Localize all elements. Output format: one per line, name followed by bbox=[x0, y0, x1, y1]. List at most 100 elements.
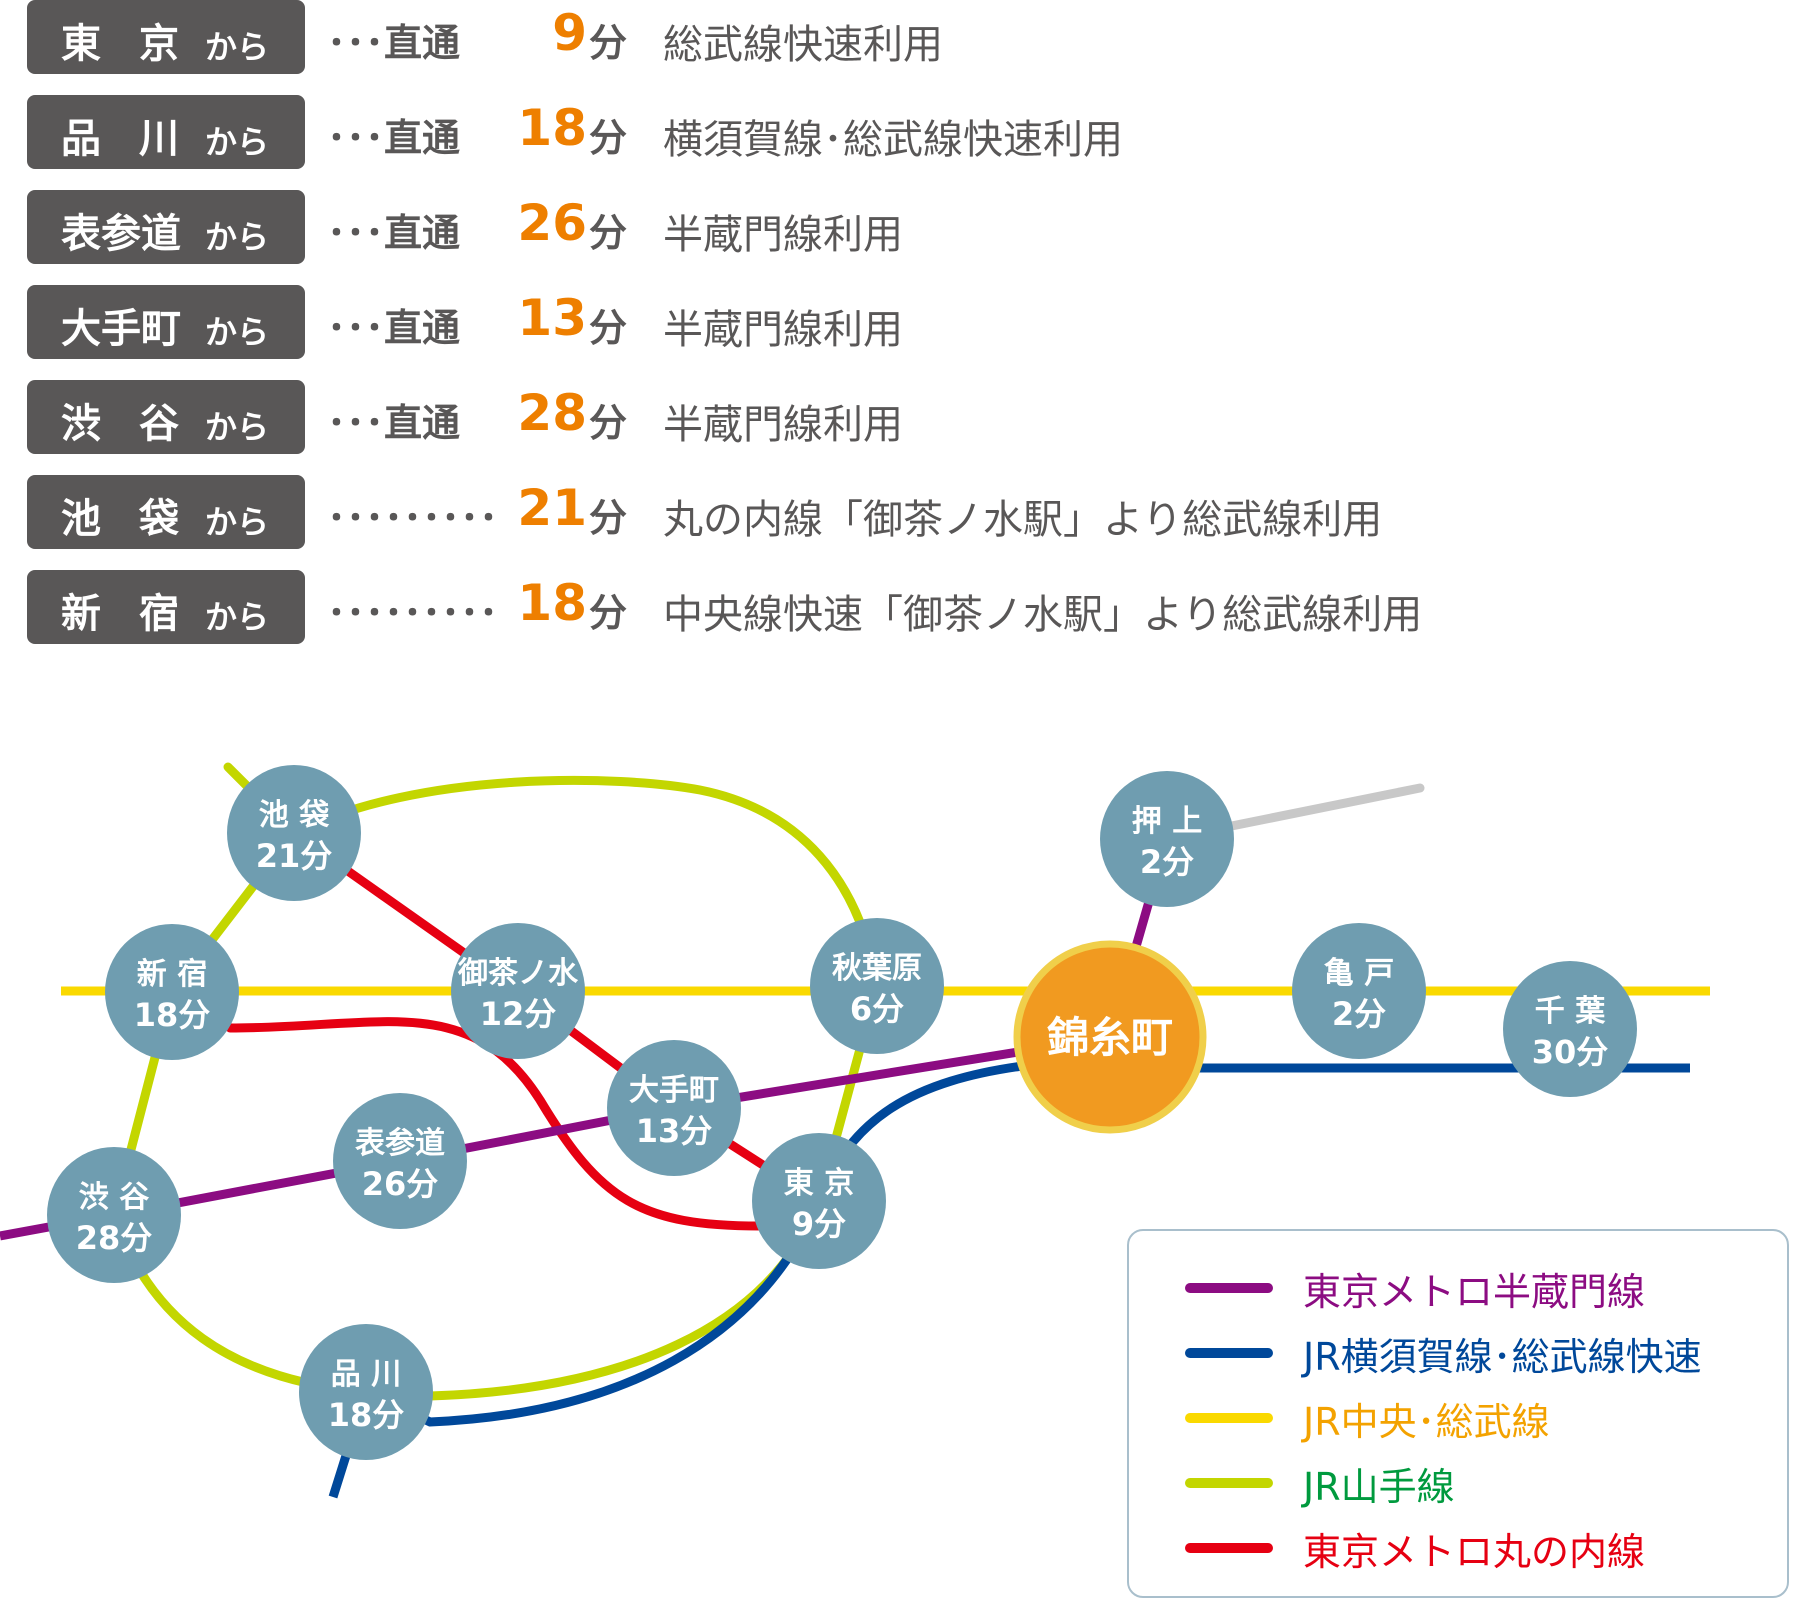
minutes-unit: 分 bbox=[589, 116, 628, 160]
station-time: 6分 bbox=[850, 990, 904, 1028]
station-time: 13分 bbox=[636, 1112, 713, 1150]
origin-station: 池袋 bbox=[61, 496, 217, 542]
minutes-unit: 分 bbox=[589, 21, 628, 65]
legend-label: 東京メトロ丸の内線 bbox=[1303, 1530, 1646, 1574]
route-description: 半蔵門線利用 bbox=[663, 212, 903, 258]
station-name: 渋 谷 bbox=[79, 1180, 149, 1215]
legend-item: 東京メトロ半蔵門線 bbox=[1129, 1261, 1729, 1314]
origin-label-box: 品川 から bbox=[27, 95, 305, 169]
legend-label: JR中央･総武線 bbox=[1303, 1400, 1550, 1444]
leader-text: ･････････ bbox=[327, 591, 499, 635]
legend: 東京メトロ半蔵門線 JR横須賀線･総武線快速 JR中央･総武線 JR山手線 東京… bbox=[1127, 1229, 1789, 1598]
legend-item: JR横須賀線･総武線快速 bbox=[1129, 1326, 1729, 1379]
station-circle bbox=[105, 924, 239, 1060]
legend-line-swatch bbox=[1185, 1478, 1273, 1488]
minutes-unit: 分 bbox=[589, 401, 628, 445]
travel-minutes: 18 bbox=[517, 99, 587, 157]
origin-label-box: 池袋 から bbox=[27, 475, 305, 549]
origin-station: 東京 bbox=[61, 21, 217, 67]
origin-station: 大手町 bbox=[61, 306, 181, 352]
legend-label: JR横須賀線･総武線快速 bbox=[1303, 1335, 1702, 1379]
station-time: 28分 bbox=[76, 1219, 153, 1257]
legend-line-swatch bbox=[1185, 1413, 1273, 1423]
legend-line-swatch bbox=[1185, 1348, 1273, 1358]
route-row: 渋谷 から ･･･直通 28 分 半蔵門線利用 bbox=[27, 380, 1727, 454]
station-name: 大手町 bbox=[629, 1073, 719, 1108]
station-circle bbox=[810, 918, 944, 1054]
station-name: 秋葉原 bbox=[832, 951, 922, 986]
origin-suffix: から bbox=[205, 218, 270, 256]
leader-text: ･･･直通 bbox=[327, 21, 461, 65]
station-name: 東 京 bbox=[784, 1166, 854, 1201]
travel-minutes: 18 bbox=[517, 574, 587, 632]
station-ikebukuro: 池 袋 21分 bbox=[227, 765, 361, 901]
hub-name: 錦糸町 bbox=[1047, 1013, 1173, 1062]
route-description: 半蔵門線利用 bbox=[663, 307, 903, 353]
station-time: 12分 bbox=[480, 995, 557, 1033]
station-time: 30分 bbox=[1532, 1033, 1609, 1071]
travel-minutes: 13 bbox=[517, 289, 587, 347]
route-row: 新宿 から ･････････ 18 分 中央線快速「御茶ノ水駅」より総武線利用 bbox=[27, 570, 1727, 644]
station-circle bbox=[1100, 771, 1234, 907]
legend-label: 東京メトロ半蔵門線 bbox=[1303, 1270, 1646, 1314]
legend-line-swatch bbox=[1185, 1283, 1273, 1293]
legend-line-swatch bbox=[1185, 1543, 1273, 1553]
station-circle bbox=[333, 1093, 467, 1229]
origin-station: 新宿 bbox=[61, 591, 217, 637]
station-otemachi: 大手町 13分 bbox=[607, 1040, 741, 1176]
origin-station: 表参道 bbox=[61, 211, 181, 257]
origin-label-box: 渋谷 から bbox=[27, 380, 305, 454]
route-description: 半蔵門線利用 bbox=[663, 402, 903, 448]
minutes-unit: 分 bbox=[589, 306, 628, 350]
station-circle bbox=[607, 1040, 741, 1176]
station-name: 押 上 bbox=[1132, 804, 1202, 839]
route-row: 池袋 から ･････････ 21 分 丸の内線「御茶ノ水駅」より総武線利用 bbox=[27, 475, 1727, 549]
origin-label-box: 大手町 から bbox=[27, 285, 305, 359]
origin-suffix: から bbox=[205, 313, 270, 351]
route-description: 丸の内線「御茶ノ水駅」より総武線利用 bbox=[663, 497, 1383, 543]
station-name: 新 宿 bbox=[137, 957, 207, 992]
route-row: 東京 から ･･･直通 9 分 総武線快速利用 bbox=[27, 0, 1727, 74]
station-name: 品 川 bbox=[331, 1357, 401, 1392]
leader-text: ･･･直通 bbox=[327, 211, 461, 255]
route-description: 総武線快速利用 bbox=[663, 22, 943, 68]
station-circle bbox=[752, 1133, 886, 1269]
station-time: 21分 bbox=[256, 837, 333, 875]
origin-station: 渋谷 bbox=[61, 401, 217, 447]
travel-minutes: 21 bbox=[517, 479, 587, 537]
minutes-unit: 分 bbox=[589, 211, 628, 255]
origin-suffix: から bbox=[205, 503, 270, 541]
origin-suffix: から bbox=[205, 598, 270, 636]
station-time: 2分 bbox=[1332, 995, 1386, 1033]
travel-minutes: 26 bbox=[517, 194, 587, 252]
travel-minutes: 9 bbox=[552, 4, 587, 62]
station-shinagawa: 品 川 18分 bbox=[299, 1324, 433, 1460]
legend-item: 東京メトロ丸の内線 bbox=[1129, 1521, 1729, 1574]
station-shinjuku: 新 宿 18分 bbox=[105, 924, 239, 1060]
station-time: 2分 bbox=[1140, 843, 1194, 881]
hub-circle bbox=[1013, 940, 1207, 1134]
station-name: 千 葉 bbox=[1535, 994, 1606, 1029]
station-name: 表参道 bbox=[355, 1126, 445, 1161]
origin-label-box: 表参道 から bbox=[27, 190, 305, 264]
origin-label-box: 新宿 から bbox=[27, 570, 305, 644]
station-time: 18分 bbox=[328, 1396, 405, 1434]
route-row: 品川 から ･･･直通 18 分 横須賀線･総武線快速利用 bbox=[27, 95, 1727, 169]
station-chiba: 千 葉 30分 bbox=[1503, 961, 1637, 1097]
minutes-unit: 分 bbox=[589, 591, 628, 635]
legend-item: JR中央･総武線 bbox=[1129, 1391, 1729, 1444]
station-name: 亀 戸 bbox=[1324, 956, 1394, 991]
station-circle bbox=[47, 1147, 181, 1283]
station-name: 池 袋 bbox=[259, 798, 329, 833]
station-kameido: 亀 戸 2分 bbox=[1292, 923, 1426, 1059]
station-circle bbox=[1503, 961, 1637, 1097]
station-circle bbox=[1292, 923, 1426, 1059]
station-circle bbox=[451, 923, 585, 1059]
station-akihabara: 秋葉原 6分 bbox=[810, 918, 944, 1054]
origin-suffix: から bbox=[205, 123, 270, 161]
station-time: 18分 bbox=[134, 996, 211, 1034]
legend-item: JR山手線 bbox=[1129, 1456, 1729, 1509]
